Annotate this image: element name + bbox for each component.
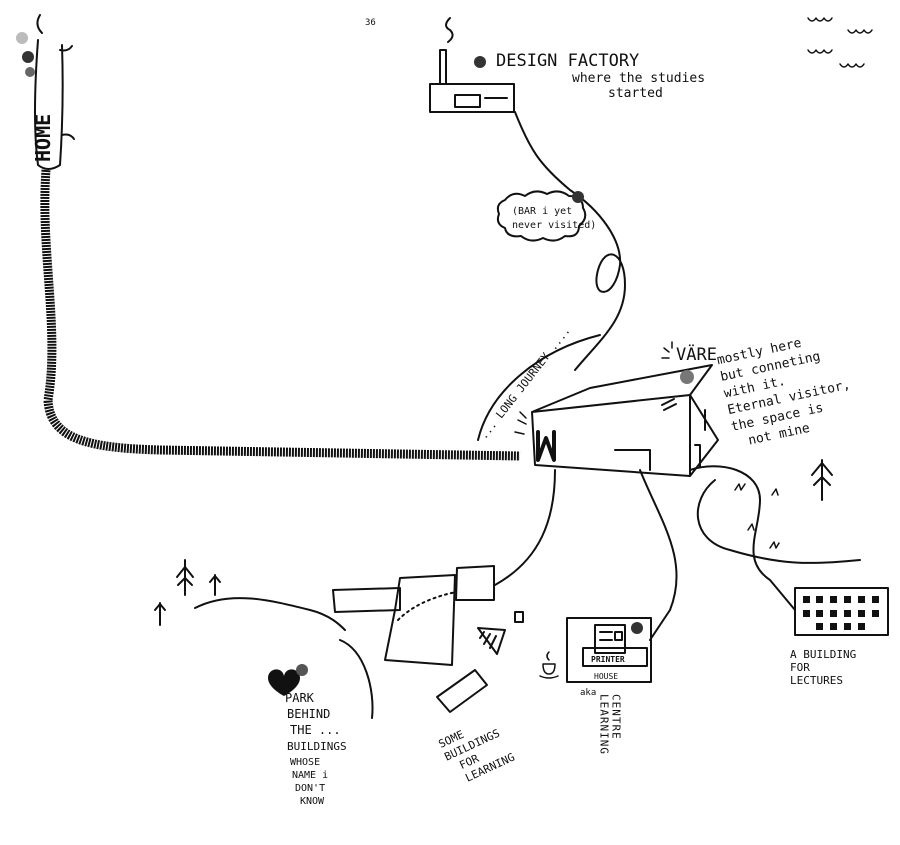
home-label: HOME: [31, 114, 55, 162]
park: PARK BEHIND THE ... BUILDINGS WHOSE NAME…: [154, 559, 374, 807]
location-pin: [474, 56, 486, 68]
aka-label: aka: [580, 688, 596, 698]
design-factory-note-1: where the studies: [572, 71, 705, 86]
bar-cloud: (BAR i yet never visited): [496, 190, 596, 242]
park-line: WHOSE: [290, 757, 320, 768]
park-line: DON'T: [295, 783, 325, 794]
tree-icon: [811, 459, 833, 501]
lectures-line: FOR: [790, 661, 810, 674]
lectures-line: LECTURES: [790, 674, 843, 687]
hill-path: [696, 479, 861, 564]
park-line: BUILDINGS: [287, 740, 347, 753]
vare-note: mostly here but conneting with it. Etern…: [716, 336, 852, 449]
route-factory-to-vare: [514, 111, 626, 371]
coffee-cup-icon: [539, 651, 559, 679]
route-to-learning-centre: [639, 469, 678, 641]
vare-building: M VÄRE: [514, 341, 719, 477]
design-factory-note-2: started: [608, 86, 663, 101]
bar-cloud-line-2: never visited): [512, 220, 596, 231]
park-line: PARK: [285, 691, 315, 705]
bar-cloud-line-1: (BAR i yet: [512, 206, 572, 217]
grass-icon: [734, 483, 780, 549]
learning-centre: PRINTER HOUSE aka LEARNING CENTRE: [539, 617, 652, 755]
journey-path: [40, 169, 521, 461]
lectures-building: A BUILDING FOR LECTURES: [790, 587, 889, 687]
printer-sign: PRINTER: [591, 655, 625, 664]
vare-title: VÄRE: [676, 344, 717, 365]
park-line: THE ...: [290, 723, 341, 737]
learning-word: LEARNING: [598, 694, 611, 755]
heart-icon: [268, 669, 300, 696]
home-sign: HOME: [16, 14, 75, 170]
tree-icon: [154, 559, 221, 626]
park-line: KNOW: [300, 796, 325, 807]
waves-icon: [807, 17, 873, 68]
centre-word: CENTRE: [610, 694, 623, 740]
route-to-lectures: [689, 465, 796, 611]
design-factory-building: DESIGN FACTORY where the studies started: [429, 17, 705, 113]
learning-buildings-label: SOME BUILDINGS FOR LEARNING: [436, 727, 516, 785]
park-line: BEHIND: [287, 707, 330, 721]
route-to-buildings: [494, 469, 556, 586]
design-factory-title: DESIGN FACTORY: [496, 51, 639, 71]
learning-buildings-cluster: [332, 565, 524, 713]
page-number: 36: [365, 18, 376, 28]
printer-sub: HOUSE: [594, 672, 618, 681]
park-line: NAME i: [292, 770, 328, 781]
lectures-line: A BUILDING: [790, 648, 856, 661]
journey-arc: [477, 334, 601, 441]
